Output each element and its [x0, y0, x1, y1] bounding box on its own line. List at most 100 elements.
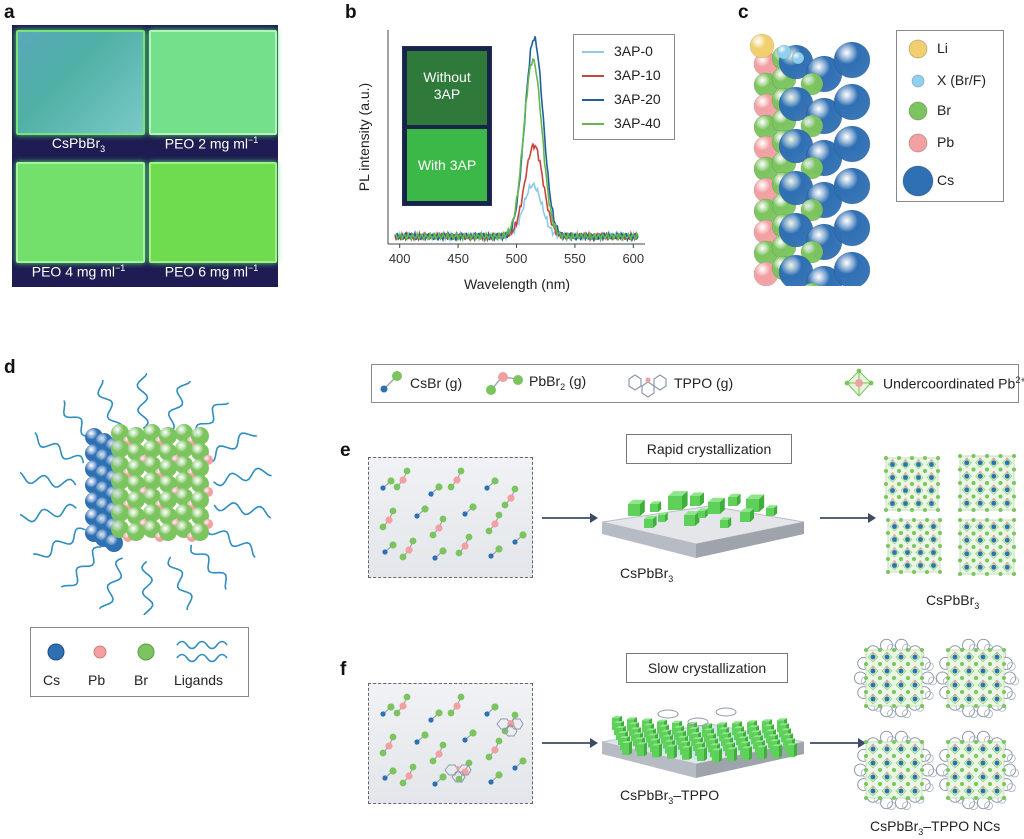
panel-letter-f: f [340, 659, 347, 680]
legend-entry-3AP-10: 3AP-10 [582, 67, 661, 83]
nanocrystal-grain-tppo [935, 730, 1020, 811]
atom-br [800, 72, 824, 96]
arrow-e-1 [542, 513, 598, 523]
series-line-3AP-40 [394, 57, 639, 243]
inset-sample-without [407, 51, 487, 125]
perovskite-column [682, 745, 692, 760]
atom-br [800, 240, 824, 264]
nc-atom [111, 472, 129, 490]
nc-atom [143, 472, 161, 490]
ligand-chain [61, 546, 102, 588]
tppo-on-film [657, 709, 679, 719]
product-label-f: CsPbBr3–TPPO NCs [870, 818, 1001, 837]
legend-label-pb: Pb [88, 672, 106, 688]
legend-csbr: CsBr (g) [410, 375, 463, 391]
csbr-molecule [432, 547, 447, 561]
csbr-molecule [414, 505, 429, 519]
pbbr2-molecule [399, 537, 417, 561]
ligand-chain [213, 502, 272, 519]
x-tick-label-450: 450 [447, 251, 469, 266]
legend-entry-3AP-0: 3AP-0 [582, 43, 653, 59]
x-tick-label-550: 550 [564, 251, 586, 266]
nc-atom [191, 523, 209, 541]
atom-x [791, 51, 805, 65]
csbr-molecule [484, 703, 499, 717]
crystal-grains-e [884, 454, 1016, 576]
perovskite-column [667, 744, 677, 759]
perovskite-column [622, 741, 632, 755]
nanocrystal-grain [886, 518, 942, 574]
nc-atom [127, 491, 145, 509]
nc-atom [159, 523, 177, 541]
pbbr2-molecule [455, 533, 473, 557]
ligand-chain [189, 544, 228, 590]
x-tick-label-600: 600 [622, 251, 644, 266]
ligand-chain [20, 503, 77, 523]
nc-atom [127, 459, 145, 477]
perovskite-column [757, 745, 767, 760]
perovskite-column [742, 746, 752, 761]
film-caption-3: PEO 4 mg ml−1 [31, 263, 126, 280]
csbr-molecule [380, 703, 395, 717]
title-slow-crystallization: Slow crystallization [626, 653, 788, 683]
csbr-molecule [488, 545, 503, 559]
x-axis-title: Wavelength (nm) [464, 276, 570, 292]
perovskite-crystal [690, 492, 704, 506]
atom-cs [833, 125, 871, 163]
csbr-molecule [428, 483, 443, 497]
tppo-molecule-icon [628, 374, 667, 398]
atom-cs [833, 83, 871, 121]
legend-pbbr2: PbBr2 (g) [529, 373, 587, 392]
atom-cs [833, 209, 871, 247]
atom-br [800, 198, 824, 222]
ligand-chain [205, 526, 256, 558]
ligand-chain [97, 379, 123, 434]
film-label-f: CsPbBr3–TPPO [620, 787, 720, 806]
atom-br [800, 114, 824, 138]
perovskite-crystal [740, 508, 754, 522]
nanocrystal-grain-tppo [935, 638, 1020, 719]
csbr-molecule [432, 773, 447, 787]
substrate-rapid [601, 491, 805, 558]
ligand-chain [204, 432, 257, 463]
nc-atom [191, 459, 209, 477]
legend-entry-3AP-40: 3AP-40 [582, 115, 661, 131]
perovskite-crystal [628, 499, 645, 516]
perovskite-crystal [644, 515, 657, 528]
x-tick-label-500: 500 [506, 251, 528, 266]
perovskite-column [712, 748, 722, 763]
nc-atom [159, 459, 177, 477]
atom-legend-icon-2 [908, 101, 928, 121]
atom-legend-label-4: Cs [937, 172, 955, 188]
nc-atom [159, 427, 177, 445]
x-tick-label-400: 400 [389, 251, 411, 266]
perovskite-column [652, 743, 662, 758]
ligand-icon-1 [176, 640, 228, 650]
film-photo-peo-6 [149, 162, 277, 263]
atom-br [804, 282, 820, 286]
substrate-slow [601, 707, 805, 778]
nc-atom [127, 427, 145, 445]
atom-legend-label-0: Li [937, 40, 948, 56]
perovskite-crystal [728, 493, 741, 506]
crystal-grains-f [853, 638, 1020, 811]
octahedron-icon [844, 368, 874, 397]
nc-atom [111, 440, 129, 458]
atom-legend-label-2: Br [937, 102, 951, 118]
legend-tppo: TPPO (g) [674, 375, 734, 391]
arrow-f-1 [542, 738, 598, 748]
pbbr2-molecule [447, 467, 465, 491]
perovskite-column [727, 747, 737, 762]
csbr-molecule [488, 771, 503, 785]
atom-legend-icon-1 [911, 74, 925, 88]
panel-letter-d: d [4, 357, 16, 378]
ligand-icon-2 [176, 653, 228, 663]
arrow-e-2 [820, 513, 876, 523]
crystal-structure-render [749, 33, 871, 286]
perovskite-column [697, 747, 707, 761]
film-photo-peo-2 [149, 30, 277, 135]
